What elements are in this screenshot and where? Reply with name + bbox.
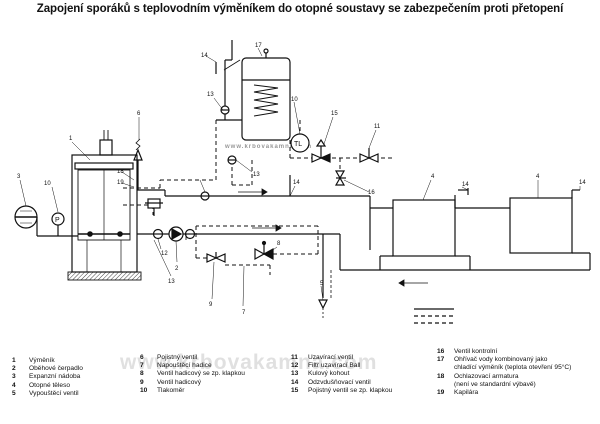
num-14d: 14 bbox=[579, 180, 586, 186]
num-2: 2 bbox=[175, 266, 179, 272]
num-12: 12 bbox=[161, 251, 168, 257]
num-19: 19 bbox=[117, 180, 124, 186]
num-4a: 4 bbox=[431, 174, 435, 180]
heating-schematic: www.krbovakamna.com bbox=[14, 40, 591, 324]
cooling-armature bbox=[145, 198, 163, 216]
diagram-title: Zapojení sporáků s teplovodním výměníkem… bbox=[36, 3, 564, 15]
num-14a: 14 bbox=[201, 53, 208, 59]
num-17: 17 bbox=[255, 43, 262, 49]
shutoff-valve bbox=[367, 153, 379, 163]
num-13a: 13 bbox=[168, 279, 175, 285]
num-9: 9 bbox=[209, 302, 213, 308]
num-18: 18 bbox=[117, 169, 124, 175]
pressure-gauge bbox=[51, 212, 65, 236]
watermark-top: www.krbovakamna.com bbox=[224, 144, 312, 150]
radiator-2 bbox=[509, 197, 573, 254]
num-3: 3 bbox=[17, 174, 21, 180]
num-14b: 14 bbox=[293, 180, 300, 186]
num-8: 8 bbox=[277, 241, 281, 247]
safety-valve bbox=[133, 148, 143, 161]
num-14c: 14 bbox=[462, 182, 469, 188]
num-11: 11 bbox=[374, 124, 381, 130]
gauge-p-label: P bbox=[55, 217, 60, 224]
expansion-tank bbox=[14, 205, 38, 229]
num-13b: 13 bbox=[207, 92, 214, 98]
safety-valve-check bbox=[319, 153, 331, 163]
num-1: 1 bbox=[69, 136, 73, 142]
num-7: 7 bbox=[242, 310, 246, 316]
control-valve bbox=[334, 170, 346, 180]
drain-valve bbox=[318, 299, 328, 310]
num-10a: 10 bbox=[44, 181, 51, 187]
num-10b: 10 bbox=[291, 97, 298, 103]
water-heater bbox=[241, 48, 291, 141]
legend-item: chladící výměník (teplota otevření 95°C) bbox=[454, 364, 572, 372]
num-16: 16 bbox=[368, 190, 375, 196]
legend-item: (není ve standardní výbavě) bbox=[454, 380, 536, 388]
hose-valve-8 bbox=[262, 247, 274, 261]
num-4b: 4 bbox=[536, 174, 540, 180]
num-6: 6 bbox=[137, 111, 141, 117]
watermark-bottom-layer: www.krbovakamna.com bbox=[119, 351, 377, 374]
num-5: 5 bbox=[320, 281, 324, 287]
flow-arrows bbox=[238, 188, 428, 287]
num-15: 15 bbox=[331, 111, 338, 117]
radiator-1 bbox=[392, 199, 456, 257]
num-13c: 13 bbox=[253, 172, 260, 178]
watermark-bottom: www.krbovakamna.com bbox=[119, 351, 377, 374]
gauge-tl-label: TL bbox=[294, 141, 302, 148]
component-numbers: 1 2 3 4 4 5 6 7 8 9 10 10 11 12 13 13 13… bbox=[17, 43, 586, 316]
